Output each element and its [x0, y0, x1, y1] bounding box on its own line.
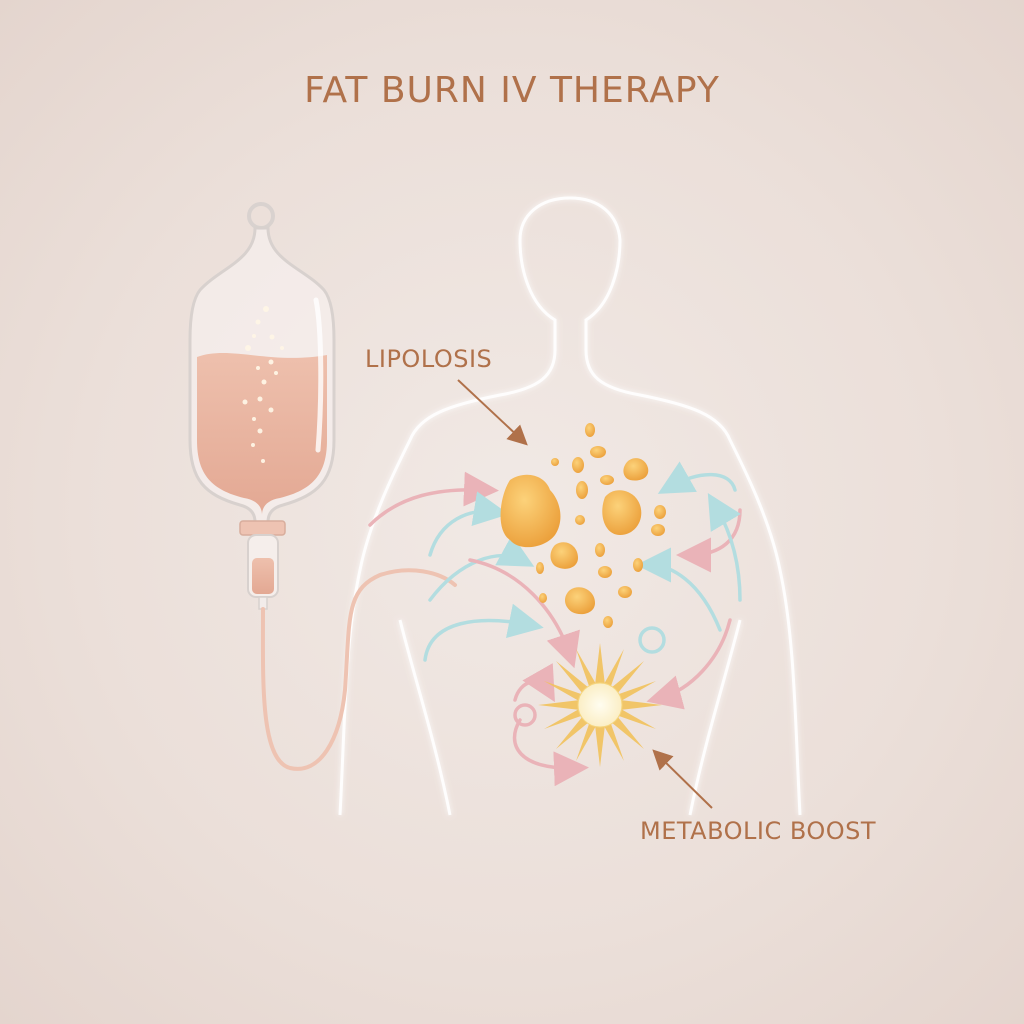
- fat-cells: [500, 423, 666, 628]
- lipolysis-label: LIPOLOSIS: [365, 345, 493, 373]
- metabolic-boost-label: METABOLIC BOOST: [640, 817, 877, 845]
- circulation-arrows: [368, 461, 742, 787]
- iv-tube: [260, 568, 457, 771]
- diagram-title: FAT BURN IV THERAPY: [304, 70, 720, 111]
- drip-chamber: [239, 520, 286, 610]
- metabolic-pointer-arrow: [652, 749, 713, 809]
- iv-bag: [188, 202, 336, 524]
- sun-burst: [538, 643, 662, 767]
- body-outline: [338, 196, 802, 816]
- lipolysis-pointer-arrow: [457, 379, 528, 446]
